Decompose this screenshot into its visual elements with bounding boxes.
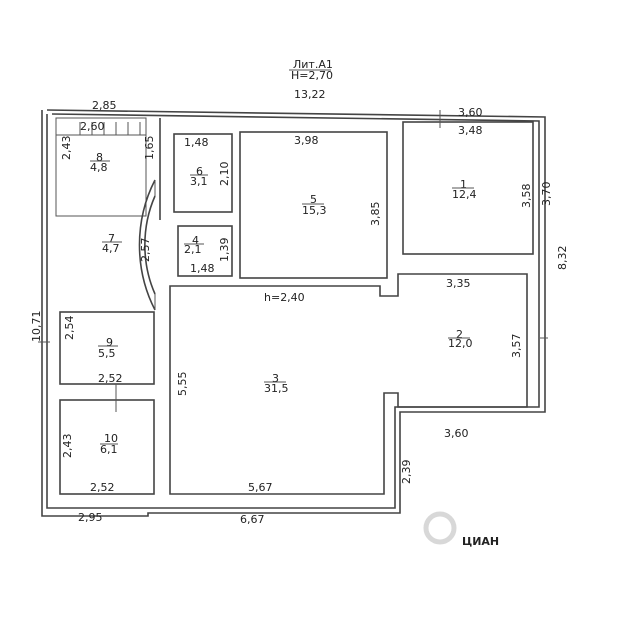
dim-bottom-left: 2,95	[78, 511, 103, 524]
height-label: Н=2,70	[291, 69, 333, 82]
room-number: 3	[272, 372, 279, 385]
room-number: 7	[108, 232, 115, 245]
dim-room7-height: 2,57	[139, 238, 152, 263]
dim-stair-height1: 2,43	[60, 136, 73, 161]
dimension-labels: 2,85 2,60 1,48 3,98 3,60 3,48 1,48 h=2,4…	[78, 99, 483, 526]
floor-height: h=2,40	[264, 291, 305, 304]
dim-room2-bottom: 3,60	[444, 427, 469, 440]
room-number: 10	[104, 432, 118, 445]
dim-room5-width: 3,98	[294, 134, 319, 147]
dim-bottom-right: 6,67	[240, 513, 265, 526]
room-number: 9	[106, 336, 113, 349]
room-9-outline	[59, 311, 155, 385]
overall-width: 13,22	[294, 88, 326, 101]
room-6-outline	[173, 133, 233, 213]
watermark-logo: ЦИАН	[423, 511, 499, 548]
stair-room	[55, 117, 147, 217]
room-area: 6,1	[100, 443, 118, 456]
room-number: 1	[460, 178, 467, 191]
room-area: 12,4	[452, 188, 477, 201]
room-area: 12,0	[448, 337, 473, 350]
dim-overall-height: 8,32	[556, 246, 569, 271]
dim-room4-width: 1,48	[190, 262, 215, 275]
room-7-arc	[138, 179, 156, 311]
room-10-outline	[59, 399, 155, 495]
dim-room4-height: 1,39	[218, 238, 231, 263]
room-area: 31,5	[264, 382, 289, 395]
room-area: 3,1	[190, 175, 208, 188]
watermark-text: ЦИАН	[462, 535, 499, 548]
dim-stair-width: 2,60	[80, 120, 105, 133]
dim-room3-height: 5,55	[176, 372, 189, 397]
dim-room1-width: 3,48	[458, 124, 483, 137]
dim-room10-width: 2,52	[90, 481, 115, 494]
room-number: 5	[310, 193, 317, 206]
room-area: 4,7	[102, 242, 120, 255]
door-marks	[38, 110, 548, 412]
room-number: 4	[192, 234, 199, 247]
dim-stair-height2: 1,65	[143, 136, 156, 161]
dim-room10-height: 2,43	[61, 434, 74, 459]
room-3-2-outline	[169, 273, 528, 495]
dim-top-left: 2,85	[92, 99, 117, 112]
room-number: 2	[456, 328, 463, 341]
dim-step-height: 2,39	[400, 460, 413, 485]
dim-room3-bottom: 5,67	[248, 481, 273, 494]
dim-room2-height: 3,57	[510, 334, 523, 359]
outer-walls	[41, 109, 546, 517]
room-number: 8	[96, 151, 103, 164]
vertical-dimension-labels: 2,43 1,65 2,10 3,85 3,58 3,70 8,32 2,57 …	[30, 136, 569, 485]
room-5-outline	[239, 131, 388, 279]
dim-room1-top: 3,60	[458, 106, 483, 119]
dim-room5-height: 3,85	[369, 202, 382, 227]
dim-room9-height: 2,54	[63, 316, 76, 341]
room-labels: 1 12,4 2 12,0 3 31,5 4 2,1 5 15,3 6 3,1 …	[90, 151, 477, 456]
room-area: 4,8	[90, 161, 108, 174]
room-area: 5,5	[98, 347, 116, 360]
dim-room9-width: 2,52	[98, 372, 123, 385]
dim-room6-width: 1,48	[184, 136, 209, 149]
room-number: 6	[196, 165, 203, 178]
dim-left-total: 10,71	[30, 311, 43, 343]
dim-room1-outer: 3,70	[540, 182, 553, 207]
room-area: 2,1	[184, 243, 202, 256]
dim-room2-width: 3,35	[446, 277, 471, 290]
dim-room6-height: 2,10	[218, 162, 231, 187]
dim-room1-height: 3,58	[520, 184, 533, 209]
room-4-outline	[177, 225, 233, 277]
lit-label: Лит.А1	[293, 58, 333, 71]
room-area: 15,3	[302, 204, 327, 217]
room-1-outline	[402, 121, 534, 255]
